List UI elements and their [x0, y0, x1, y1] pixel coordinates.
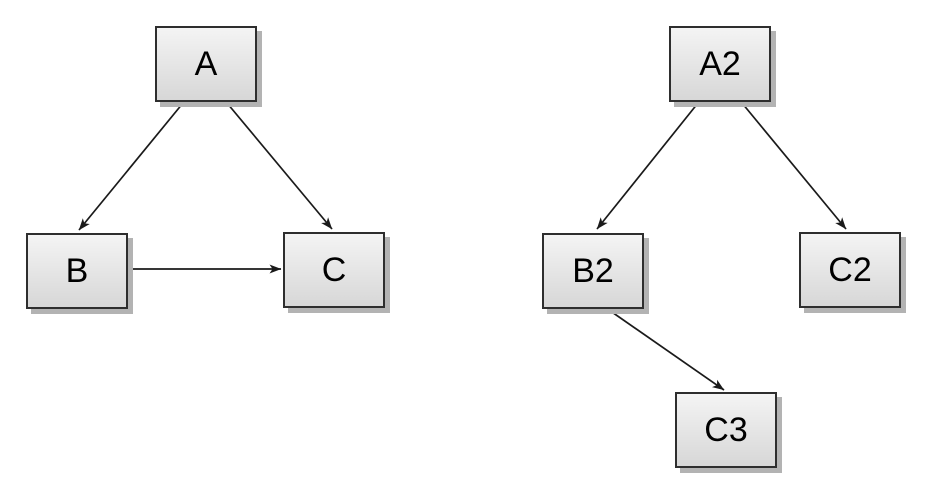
edge-A2-C2 — [741, 102, 847, 230]
node-label: A — [194, 45, 218, 83]
edge-A-B — [78, 102, 184, 231]
edge-B2-C3 — [608, 309, 725, 391]
node-C2: C2 — [799, 232, 901, 308]
node-label: B — [65, 252, 89, 290]
edge-A2-B2 — [596, 102, 699, 230]
node-label: B2 — [572, 252, 614, 290]
node-A: A — [155, 26, 257, 102]
node-B: B — [26, 233, 128, 309]
edge-A-C — [226, 102, 333, 230]
node-label: C2 — [828, 251, 872, 289]
node-label: C3 — [704, 411, 748, 449]
node-A2: A2 — [669, 26, 771, 102]
node-C3: C3 — [675, 392, 777, 468]
node-B2: B2 — [542, 233, 644, 309]
node-label: C — [321, 251, 347, 289]
node-C: C — [283, 232, 385, 308]
node-label: A2 — [699, 45, 741, 83]
